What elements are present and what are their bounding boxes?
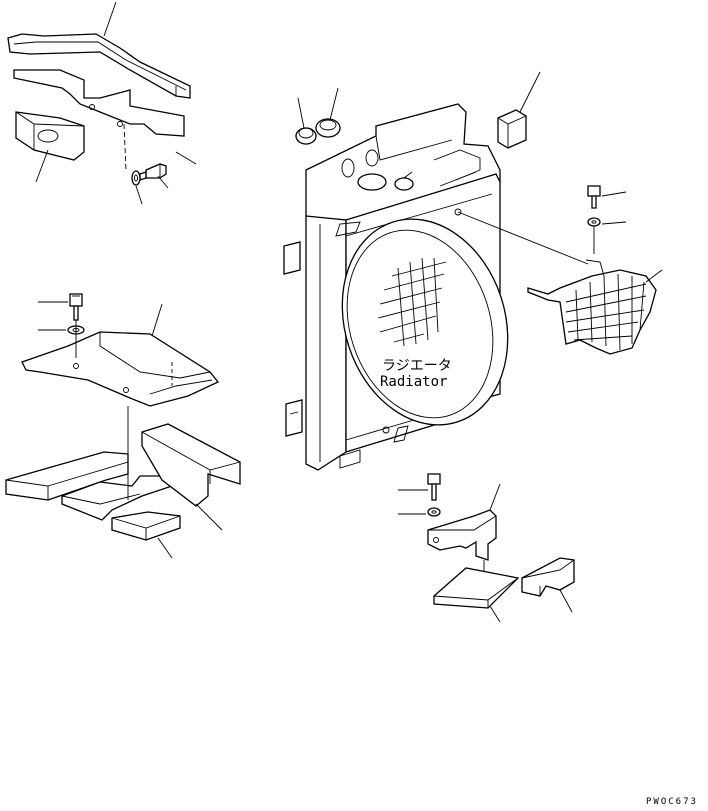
bolt-middle-left bbox=[38, 293, 83, 321]
cover-plate-middle-left bbox=[21, 303, 220, 407]
core-label-english: Radiator bbox=[380, 374, 447, 390]
seal-block-set-left bbox=[5, 406, 241, 559]
seal-strip-top-left bbox=[7, 33, 191, 99]
leaders-top-left bbox=[35, 1, 197, 205]
bracket-bottom-right bbox=[427, 483, 501, 561]
seal-block-bottom-right bbox=[433, 557, 575, 623]
fan-guard-net bbox=[527, 259, 663, 355]
cover-plate-top-left bbox=[13, 69, 185, 137]
radiator-core-label: ラジエータ Radiator bbox=[380, 358, 452, 390]
caps-top-center bbox=[295, 87, 341, 145]
leader-radiator bbox=[457, 211, 589, 265]
washer-middle-left bbox=[38, 325, 85, 335]
washer-bottom-right bbox=[398, 507, 441, 517]
drawing-code: PWOC673 bbox=[646, 797, 698, 807]
washer-top-left bbox=[131, 170, 141, 186]
core-label-japanese: ラジエータ bbox=[382, 358, 452, 374]
radiator-core-grid bbox=[377, 257, 447, 347]
rubber-block-top-left bbox=[15, 111, 85, 161]
bolt-top-left bbox=[139, 163, 167, 181]
washer-right bbox=[587, 217, 627, 254]
radiator-frame bbox=[283, 103, 509, 471]
bolt-bottom-right bbox=[398, 473, 441, 501]
cushion-top-right bbox=[497, 71, 541, 149]
bolt-right bbox=[587, 185, 627, 209]
